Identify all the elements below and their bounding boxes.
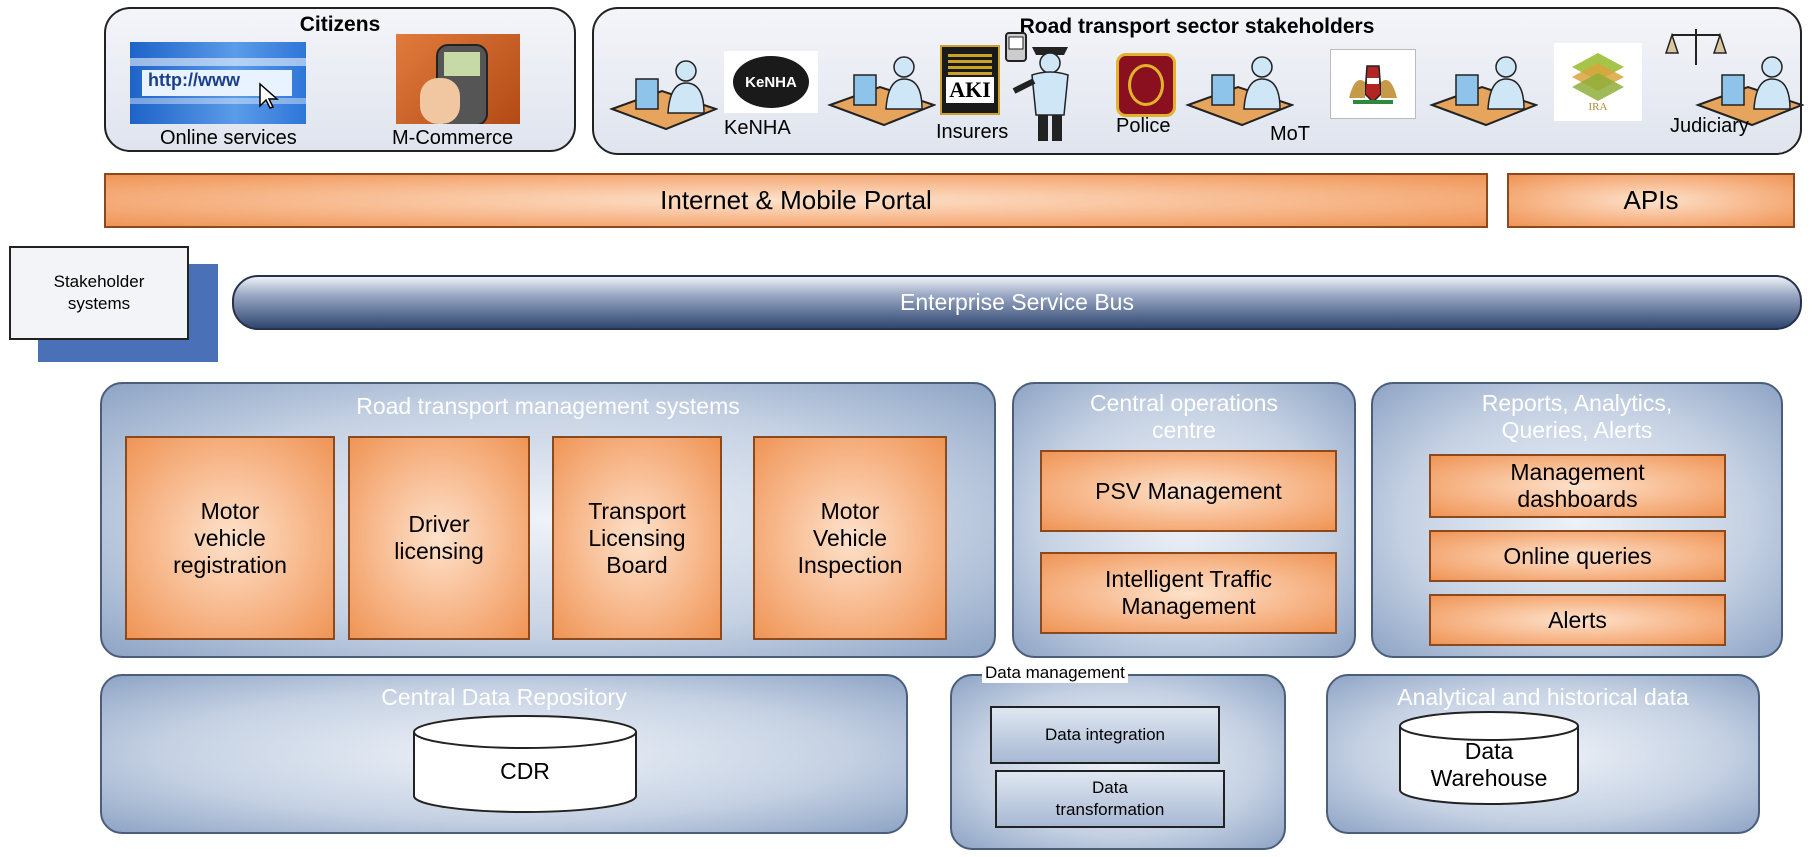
mot-label: MoT — [1270, 123, 1310, 145]
m-commerce-image — [396, 34, 520, 124]
database-icon — [413, 715, 637, 813]
stakeholder-systems-line1: Stakeholder — [53, 272, 145, 291]
cdr-database-cylinder: CDR — [412, 714, 638, 814]
box-line: Warehouse — [1430, 765, 1548, 791]
computer-user-icon — [1429, 56, 1538, 127]
online-queries-box: Online queries — [1429, 530, 1726, 582]
kenha-label: KeNHA — [724, 117, 791, 139]
police-label: Police — [1116, 115, 1171, 137]
ira-logo-text: IRA — [1588, 101, 1608, 113]
alerts-box: Alerts — [1429, 594, 1726, 646]
psv-management-box: PSV Management — [1040, 450, 1337, 532]
data-management-title: Data management — [982, 663, 1128, 683]
box-line: Management — [1510, 459, 1645, 485]
reports-title-line2: Queries, Alerts — [1501, 417, 1653, 443]
reports-title: Reports, Analytics, Queries, Alerts — [1373, 390, 1781, 444]
cdr-label: CDR — [500, 758, 550, 784]
box-line: Vehicle — [812, 524, 888, 551]
cdr-panel-title: Central Data Repository — [381, 684, 627, 710]
police-officer-icon — [1005, 32, 1069, 141]
data-warehouse-label: Data Warehouse — [1398, 738, 1580, 792]
driver-licensing-box: Driver licensing — [348, 436, 530, 640]
rtms-title: Road transport management systems — [356, 393, 740, 419]
cursor-icon — [259, 82, 279, 109]
citizens-title: Citizens — [299, 13, 381, 36]
box-line: Management — [1121, 593, 1256, 619]
box-line: Inspection — [797, 551, 903, 578]
transport-licensing-board-box: Transport Licensing Board — [552, 436, 722, 640]
motor-vehicle-registration-box: Motor vehicle registration — [125, 436, 335, 640]
online-services-label: Online services — [160, 127, 297, 149]
management-dashboards-box: Management dashboards — [1429, 454, 1726, 518]
motor-vehicle-inspection-box: Motor Vehicle Inspection — [753, 436, 947, 640]
stakeholder-systems-line2: systems — [67, 294, 131, 313]
stakeholder-systems-box: Stakeholder systems — [9, 246, 189, 340]
box-line: Driver — [408, 511, 470, 537]
box-line: Board — [606, 551, 668, 578]
coat-of-arms-logo — [1330, 49, 1416, 119]
data-integration-box: Data integration — [990, 706, 1220, 764]
box-line: Data — [1092, 778, 1128, 797]
computer-user-icon — [1695, 56, 1804, 127]
box-line: Motor — [820, 497, 880, 524]
insurers-label: Insurers — [936, 121, 1009, 143]
data-warehouse-cylinder: Data Warehouse — [1398, 710, 1580, 806]
computer-user-icon — [827, 56, 936, 127]
box-line: licensing — [394, 538, 484, 564]
computer-user-icon — [609, 60, 718, 131]
enterprise-service-bus: Enterprise Service Bus — [232, 275, 1802, 330]
box-line: Motor — [200, 497, 260, 524]
box-line: Licensing — [588, 524, 686, 551]
internet-mobile-portal-bar: Internet & Mobile Portal — [104, 173, 1488, 228]
reports-title-line1: Reports, Analytics, — [1481, 390, 1673, 416]
judiciary-label: Judiciary — [1670, 115, 1749, 137]
kenha-logo-text: KeNHA — [745, 73, 797, 91]
box-line: Intelligent Traffic — [1104, 566, 1273, 592]
box-line: Data — [1464, 738, 1514, 764]
box-line: Transport — [588, 497, 686, 524]
data-transformation-box: Data transformation — [995, 770, 1225, 828]
analytical-title: Analytical and historical data — [1397, 684, 1689, 710]
stakeholders-panel: Road transport sector stakeholders KeNHA… — [592, 7, 1804, 155]
box-line: transformation — [1055, 800, 1165, 819]
coc-title: Central operations centre — [1014, 390, 1354, 444]
coc-title-line2: centre — [1152, 417, 1216, 443]
computer-user-icon — [1185, 56, 1294, 127]
m-commerce-label: M-Commerce — [392, 127, 514, 149]
database-icon — [1399, 711, 1579, 805]
aki-logo: AKI — [940, 45, 1000, 115]
ira-logo: IRA — [1554, 43, 1642, 121]
intelligent-traffic-management-box: Intelligent Traffic Management — [1040, 552, 1337, 634]
stakeholders-title: Road transport sector stakeholders — [1019, 15, 1375, 38]
box-line: registration — [173, 551, 287, 578]
apis-bar: APIs — [1507, 173, 1795, 228]
police-badge-logo — [1116, 53, 1176, 117]
aki-logo-text: AKI — [946, 77, 994, 103]
box-line: vehicle — [194, 524, 266, 551]
online-services-image: http://www — [130, 42, 306, 124]
citizens-panel: Citizens http://www Online services M-Co… — [104, 7, 576, 152]
kenha-logo: KeNHA — [724, 51, 818, 113]
scales-of-justice-icon — [1664, 29, 1728, 65]
box-line: dashboards — [1517, 486, 1638, 512]
coc-title-line1: Central operations — [1090, 390, 1278, 416]
